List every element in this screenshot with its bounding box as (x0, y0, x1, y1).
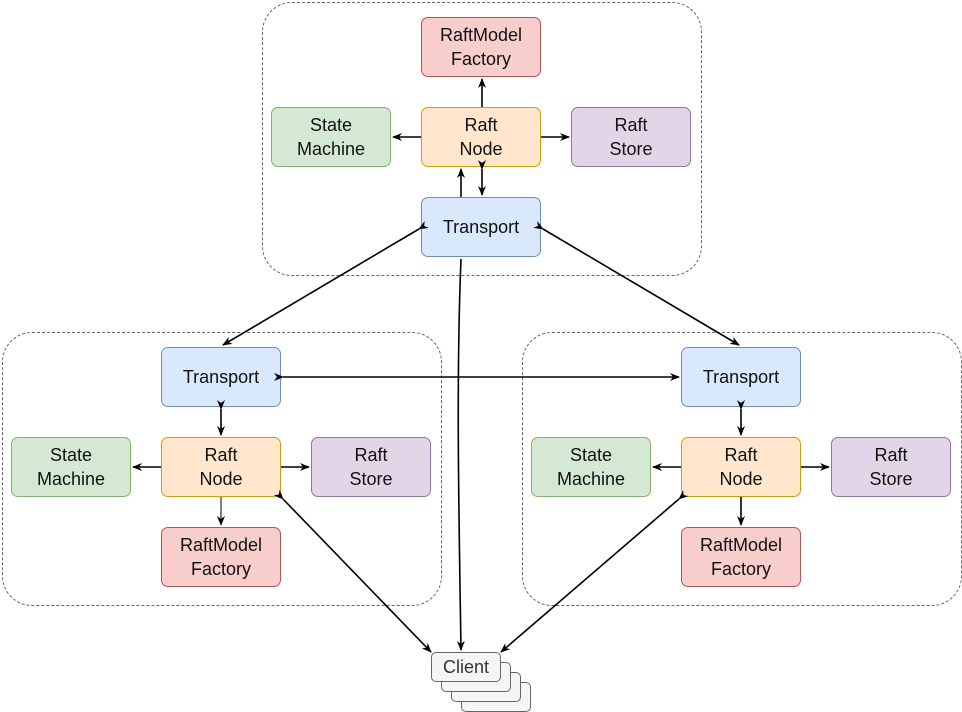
raftmodel-factory-right: RaftModel Factory (681, 527, 801, 587)
raft-store-top: Raft Store (571, 107, 691, 167)
raftmodel-factory-top: RaftModel Factory (421, 17, 541, 77)
raft-store-top-line1: Raft (614, 115, 648, 135)
raft-node-right-line1: Raft (724, 445, 758, 465)
state-machine-top-line2: Machine (296, 139, 366, 159)
state-machine-top-line1: State (309, 115, 353, 135)
raft-node-right-line2: Node (719, 469, 763, 489)
transport-right: Transport (681, 347, 801, 407)
client-box: Client (431, 652, 501, 682)
raft-node-left: Raft Node (161, 437, 281, 497)
raftmodel-factory-top-line1: RaftModel (439, 25, 523, 45)
raft-node-top-line2: Node (459, 139, 503, 159)
raft-store-right: Raft Store (831, 437, 951, 497)
raftmodel-factory-right-line1: RaftModel (699, 535, 783, 555)
raftmodel-factory-left-line1: RaftModel (179, 535, 263, 555)
raft-node-left-line1: Raft (204, 445, 238, 465)
raftmodel-factory-right-line2: Factory (710, 559, 771, 579)
edge-node-left-client (273, 489, 432, 653)
state-machine-left: State Machine (11, 437, 131, 497)
transport-left: Transport (161, 347, 281, 407)
node-group-top (262, 2, 702, 276)
transport-left-label: Transport (182, 367, 260, 387)
state-machine-left-line2: Machine (36, 469, 106, 489)
state-machine-right: State Machine (531, 437, 651, 497)
raftmodel-factory-top-line2: Factory (450, 49, 511, 69)
transport-right-label: Transport (702, 367, 780, 387)
raftmodel-factory-left: RaftModel Factory (161, 527, 281, 587)
state-machine-right-line2: Machine (556, 469, 626, 489)
raft-node-left-line2: Node (199, 469, 243, 489)
raft-store-top-line2: Store (609, 139, 653, 159)
raft-store-left-line2: Store (349, 469, 393, 489)
edge-transport-top-left (222, 220, 429, 346)
state-machine-left-line1: State (49, 445, 93, 465)
raft-store-right-line1: Raft (874, 445, 908, 465)
raft-node-top-line1: Raft (464, 115, 498, 135)
raft-node-top: Raft Node (421, 107, 541, 167)
state-machine-top: State Machine (271, 107, 391, 167)
raftmodel-factory-left-line2: Factory (190, 559, 251, 579)
edge-node-right-client (500, 490, 689, 653)
edge-transport-top-to-client (456, 258, 465, 651)
transport-top-label: Transport (442, 217, 520, 237)
client-label: Client (442, 656, 490, 677)
raft-store-left: Raft Store (311, 437, 431, 497)
edge-transport-top-right (533, 220, 740, 346)
raft-node-right: Raft Node (681, 437, 801, 497)
raft-store-left-line1: Raft (354, 445, 388, 465)
raft-store-right-line2: Store (869, 469, 913, 489)
node-group-left (2, 332, 442, 606)
state-machine-right-line1: State (569, 445, 613, 465)
